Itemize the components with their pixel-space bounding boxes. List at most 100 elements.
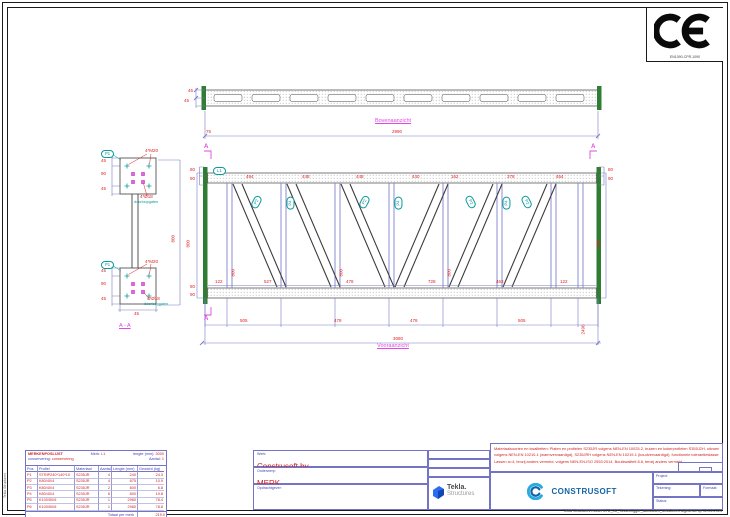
dim-label: 448 bbox=[356, 173, 364, 179]
dim-label: 75 bbox=[206, 129, 212, 134]
opdrachtgever-cell: Opdrachtgever: bbox=[253, 484, 428, 510]
truss-linework bbox=[111, 86, 607, 346]
table-cell: P5 bbox=[26, 497, 38, 505]
dim-label: 80 bbox=[608, 167, 614, 172]
col-header: Profiel bbox=[38, 466, 75, 473]
dim-label: 90 bbox=[190, 176, 196, 181]
dim-label: 45 bbox=[134, 311, 140, 316]
dim-label: 80 bbox=[190, 284, 196, 289]
project-cell: Project: project nummer bbox=[653, 472, 723, 493]
parts-table-title: MERKENPOSLIJST bbox=[28, 452, 63, 456]
formaat-cell: Formaat: A2 bbox=[700, 484, 723, 505]
lengte-label: lengte (mm): bbox=[133, 452, 155, 456]
table-cell: 800 bbox=[112, 491, 138, 498]
bolt-note: 4*M20 bbox=[145, 259, 159, 264]
conservering-value: conservering bbox=[51, 457, 74, 462]
dim-label: 478 bbox=[410, 317, 418, 323]
lengte-value: 3000 bbox=[155, 452, 164, 456]
table-cell: K80/40/4 bbox=[38, 485, 75, 492]
dim-label: 90 bbox=[101, 171, 107, 176]
print-footer: Tekla Structures model NTD_06_Tussenligg… bbox=[563, 509, 722, 513]
dim-label: 45 bbox=[188, 88, 194, 93]
dim-label: 505 bbox=[240, 317, 248, 323]
part-label: P4 bbox=[394, 196, 403, 210]
dim-label: 448 bbox=[302, 173, 310, 179]
tekening-cell: Tekening: A [L-1] bbox=[653, 484, 700, 505]
table-cell: 800 bbox=[112, 485, 138, 492]
onderwerp-cell: Onderwerp: MERK bbox=[253, 467, 428, 488]
dim-label: 464 bbox=[556, 173, 564, 179]
part-label: P1 bbox=[101, 261, 115, 270]
projectie-cell: Projectie bbox=[678, 462, 723, 481]
section-marker-a: A bbox=[591, 144, 596, 150]
dim-total-bottom: 3080 bbox=[392, 336, 404, 341]
dim-label: 505 bbox=[518, 317, 526, 323]
table-cell: 2 bbox=[99, 485, 112, 492]
dim-label: 90 bbox=[101, 281, 107, 286]
dim-total-top: 2990 bbox=[391, 129, 403, 134]
table-total-label: Totaal per merk bbox=[107, 512, 134, 517]
col-header: Aantal bbox=[99, 466, 112, 473]
notes-line: Materiaalsoorten en kwaliteiten: Platen … bbox=[494, 445, 719, 451]
dim-label: 478 bbox=[334, 317, 342, 323]
table-cell: 6 bbox=[99, 491, 112, 498]
table-cell: S235JR bbox=[75, 504, 99, 511]
table-cell: P4 bbox=[26, 491, 38, 498]
table-cell: 4 bbox=[99, 472, 112, 479]
dim-label: 45 bbox=[101, 296, 107, 301]
notes-line: volgens NEN-EN 10210-1 (warmvervaardigd)… bbox=[494, 452, 719, 458]
dim-label: 800 bbox=[338, 268, 344, 277]
dim-label: 80 bbox=[190, 167, 196, 172]
table-cell: S235JR bbox=[75, 485, 99, 492]
table-cell: 4 bbox=[99, 478, 112, 486]
table-total-value: 219.0 bbox=[137, 511, 166, 517]
werk-value: Construsoft bv bbox=[257, 462, 309, 471]
part-label: L1 bbox=[213, 167, 226, 176]
dim-label: 478 bbox=[346, 279, 354, 284]
table-cell: K100/50/6 bbox=[38, 497, 75, 505]
table-cell: S235JR bbox=[75, 497, 99, 505]
table-cell: 10.9 bbox=[138, 479, 164, 486]
part-label: P1 bbox=[101, 150, 115, 159]
part-label: P4 bbox=[286, 196, 295, 210]
hole-note: 4*Ø18 bbox=[147, 296, 160, 301]
dim-label: 90 bbox=[608, 176, 614, 181]
table-cell: 78.8 bbox=[138, 504, 164, 511]
dim-label: 800 bbox=[230, 268, 236, 277]
dim-label: 122 bbox=[560, 279, 568, 284]
table-cell: 1 bbox=[99, 497, 112, 505]
construsoft-logo-icon bbox=[527, 483, 543, 501]
bolt-note: 4*M20 bbox=[145, 148, 159, 153]
table-cell: 19.8 bbox=[138, 491, 164, 498]
tekening-label: Tekening: bbox=[656, 485, 672, 490]
tekla-logo-cell: Tekla. Structures bbox=[428, 477, 490, 510]
notes-line: Lassen a=4, tenzij anders vermeld, volge… bbox=[494, 459, 684, 465]
tekla-brand-text: Tekla. bbox=[447, 484, 467, 491]
table-cell: P2 bbox=[26, 478, 38, 486]
merk-value: L1 bbox=[101, 452, 106, 456]
hole-subnote: doorloopgaten bbox=[134, 199, 159, 204]
dim-label: 527 bbox=[264, 279, 272, 284]
table-cell: S235JR bbox=[75, 472, 99, 479]
section-view-label: A - A bbox=[119, 323, 131, 329]
dim-label: 463 bbox=[496, 279, 504, 284]
table-cell: P6 bbox=[26, 504, 38, 511]
onderwerp-value: MERK bbox=[257, 479, 280, 488]
table-cell: K100/50/6 bbox=[38, 504, 75, 511]
status-cell: Status: bbox=[653, 497, 723, 510]
hole-note: 4*Ø18 bbox=[140, 194, 153, 199]
construsoft-brand-text: CONSTRUSOFT bbox=[551, 487, 617, 497]
datum-cell: Datum: 11-03-2024 bbox=[428, 459, 490, 475]
table-cell: 6.8 bbox=[138, 485, 164, 492]
table-cell: P3 bbox=[26, 485, 38, 492]
dim-label: 90 bbox=[190, 292, 196, 297]
dim-height-left: 800 bbox=[185, 239, 191, 248]
dim-label: 162 bbox=[451, 173, 459, 179]
aantal-label: Aantal: bbox=[148, 457, 161, 462]
section-marker-a: A bbox=[204, 144, 209, 150]
getekend-cell: Getekend: tekenaar bbox=[428, 450, 490, 466]
parts-table: MERKENPOSLIJST Merk: L1 lengte (mm): 300… bbox=[25, 450, 167, 517]
sheet-inner-frame bbox=[7, 7, 723, 511]
dim-label: 45 bbox=[184, 98, 190, 103]
